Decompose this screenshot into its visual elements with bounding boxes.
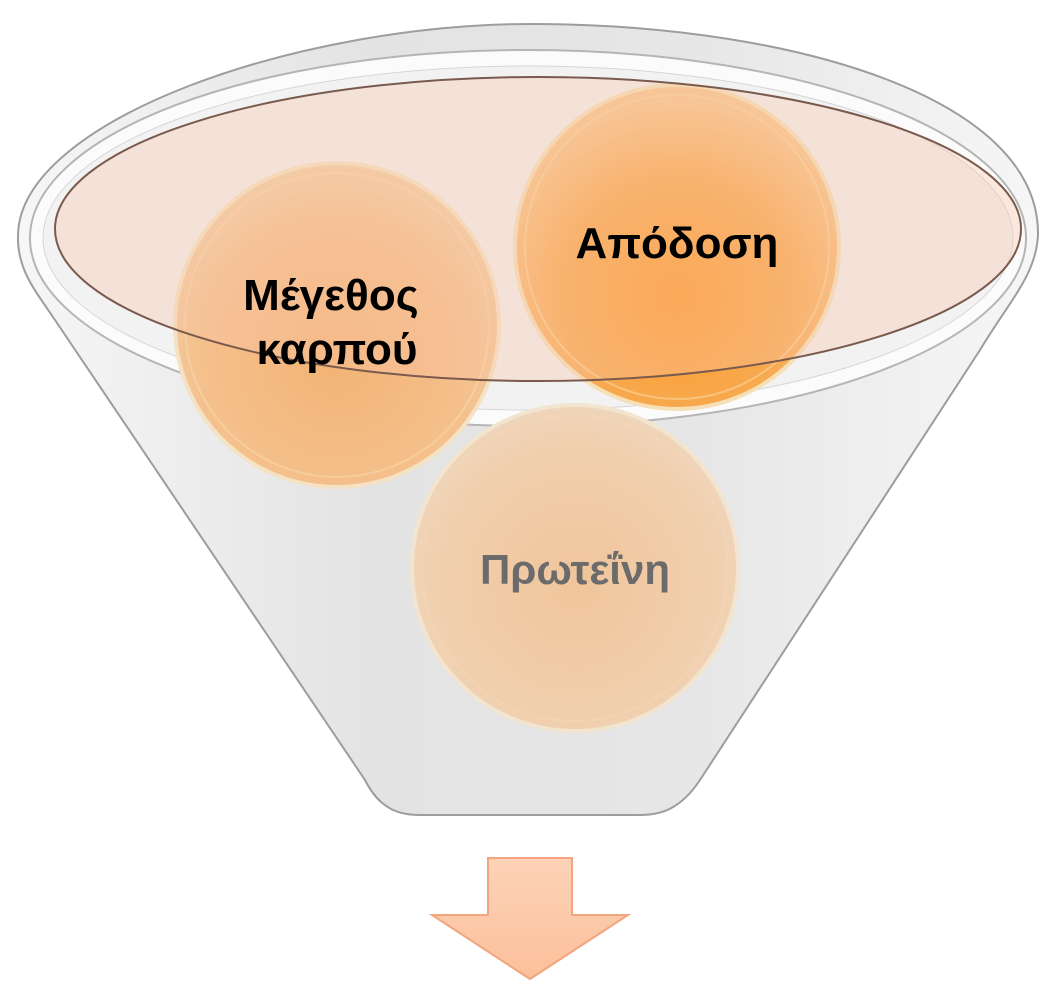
label-protein-line-1: Πρωτεΐνη [480, 546, 670, 593]
circle-yield [513, 83, 841, 411]
label-fruit-size-line-2: καρπού [256, 325, 417, 374]
label-fruit-size-line-1: Μέγεθος [243, 271, 418, 320]
funnel-rim-overlay [54, 76, 1022, 382]
label-fruit-size: Μέγεθος καρπού [243, 271, 431, 374]
circle-protein [410, 403, 740, 733]
item-yield [513, 83, 841, 411]
label-yield: Απόδοση [576, 219, 779, 268]
down-arrow-icon [428, 857, 632, 981]
label-protein: Πρωτεΐνη [480, 546, 670, 593]
circle-fruit-size [173, 161, 501, 489]
item-protein [410, 403, 740, 733]
item-fruit-size [173, 161, 501, 489]
label-yield-line-1: Απόδοση [576, 219, 779, 268]
